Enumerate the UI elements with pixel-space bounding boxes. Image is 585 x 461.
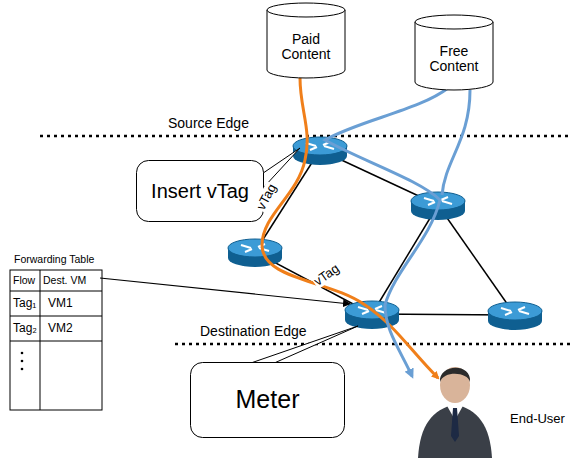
table-cell: Tag₁: [13, 297, 36, 310]
table-cell: VM1: [48, 297, 73, 310]
callout-box: Insert vTag: [136, 160, 264, 222]
forwarding-table: [10, 270, 102, 410]
edge-label: Source Edge: [168, 116, 249, 131]
node-text: Paid Content: [266, 32, 346, 63]
router: [488, 302, 542, 330]
edge-label: Destination Edge: [200, 324, 307, 339]
table-header: Flow: [13, 275, 35, 287]
content-store: Free Content: [414, 14, 494, 90]
user-label: End-User: [510, 412, 565, 426]
table-title: Forwarding Table: [14, 254, 94, 266]
source-edge-line: [40, 135, 570, 138]
end-user-icon: [418, 367, 492, 458]
content-store: Paid Content: [266, 2, 346, 78]
table-dots: [21, 352, 24, 371]
router: [293, 137, 347, 165]
node-text: Free Content: [414, 44, 494, 75]
destination-edge-line: [175, 343, 570, 346]
table-cell: Tag₂: [13, 322, 37, 335]
table-header: Dest. VM: [43, 275, 86, 287]
network-links: [255, 150, 515, 315]
node-text: Insert vTag: [151, 180, 249, 202]
free-flow: [442, 90, 470, 195]
link-tag: vTag: [311, 261, 343, 290]
router: [228, 239, 282, 267]
callout-box: Meter: [190, 362, 345, 438]
node-text: Meter: [236, 386, 300, 414]
table-cell: VM2: [48, 322, 73, 335]
